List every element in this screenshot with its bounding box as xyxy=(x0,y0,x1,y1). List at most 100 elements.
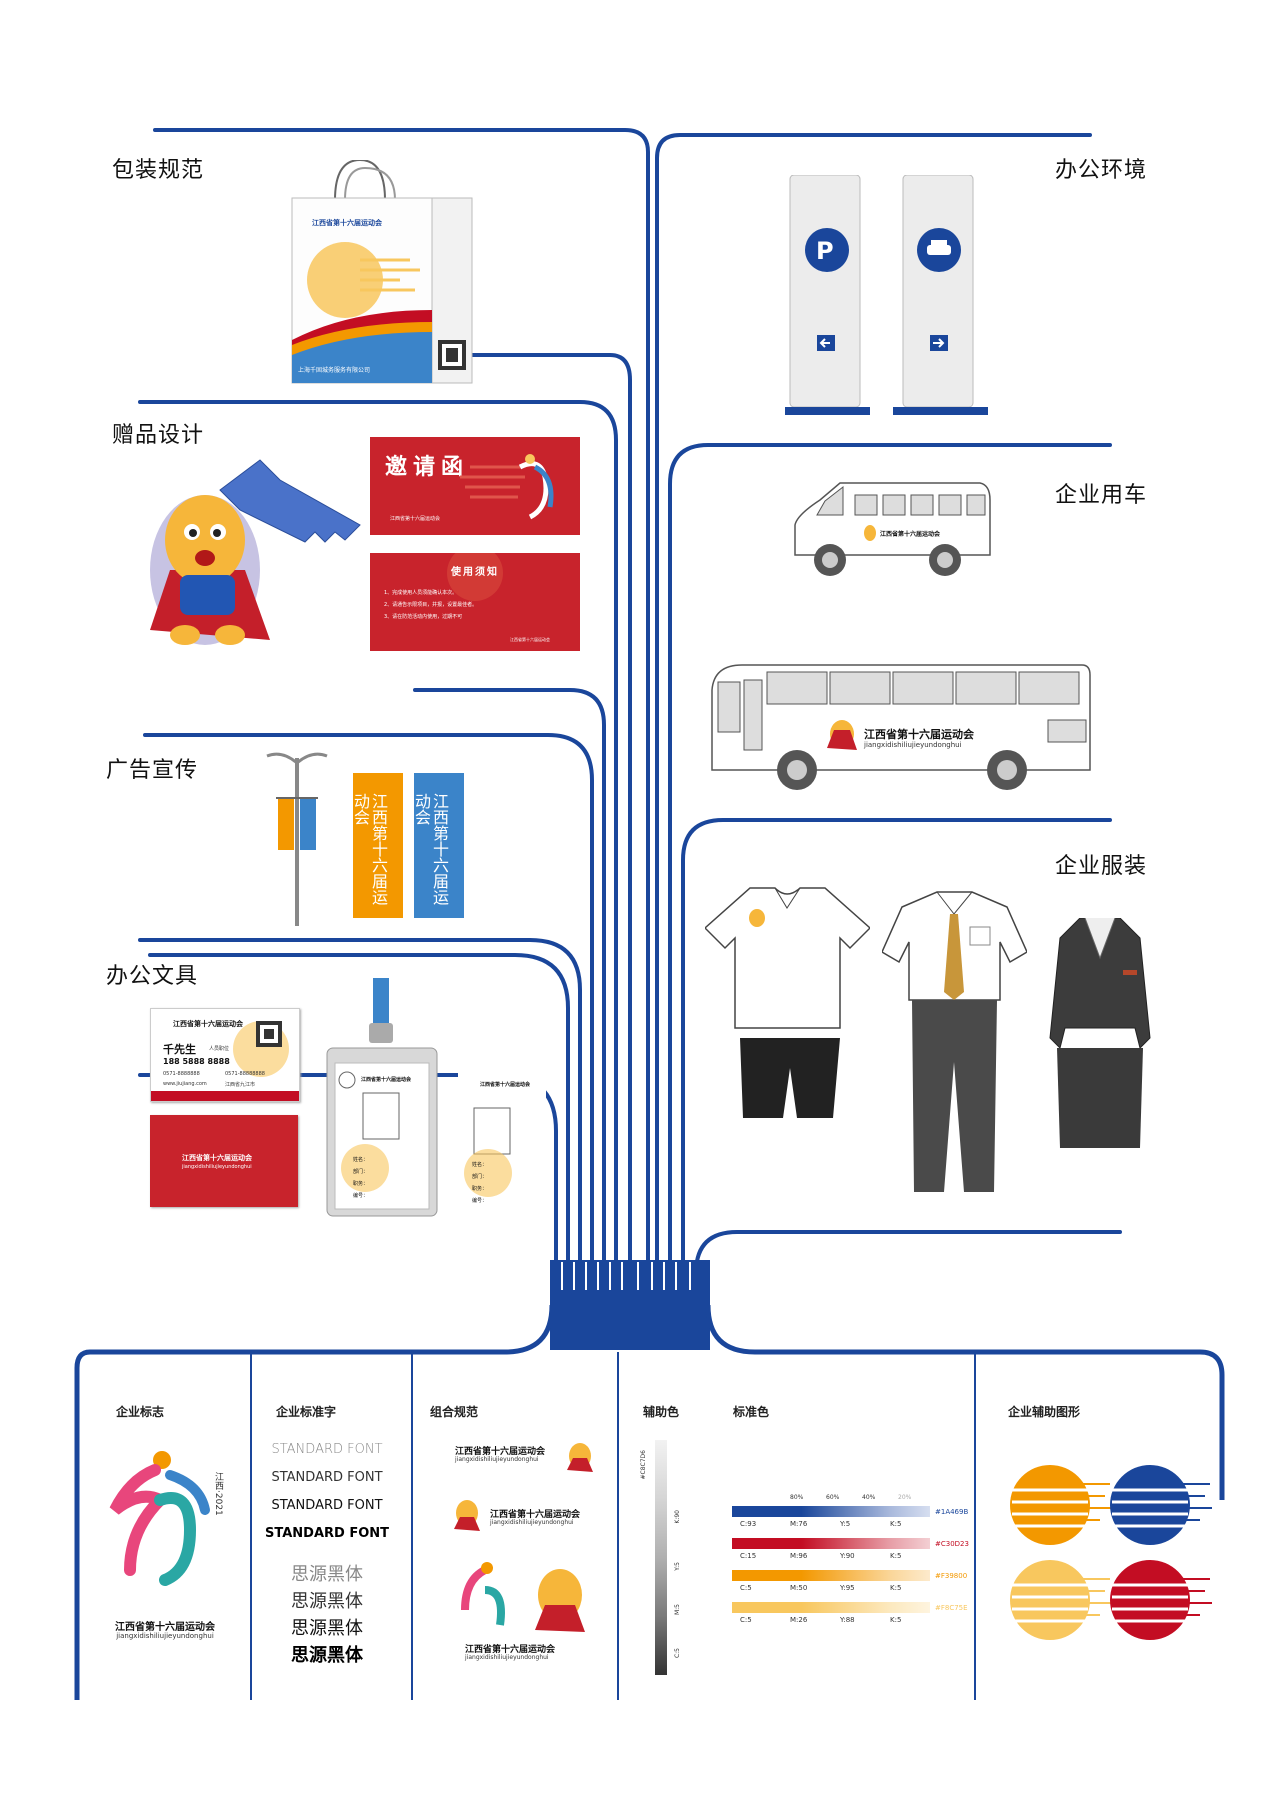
card-brand: 江西省第十六届运动会 xyxy=(173,1020,243,1028)
tint-label-40: 40% xyxy=(862,1494,876,1501)
cn-sample-medium: 思源黑体 xyxy=(291,1618,363,1639)
shopping-bag: 江西省第十六届运动会 上海千固城务服务有限公司 xyxy=(290,160,480,385)
business-card-front: 江西省第十六届运动会 千先生 人员职位 188 5888 8888 0571-8… xyxy=(150,1008,300,1102)
orange-banner: 江西第十六届运动会 xyxy=(351,773,403,918)
bus-brand: 江西省第十六届运动会 xyxy=(864,728,974,741)
section-title-stationery: 办公文具 xyxy=(106,964,199,989)
tint-label-80: 80% xyxy=(790,1494,804,1501)
orange-k: K:5 xyxy=(890,1584,902,1592)
notice-brand: 江西省第十六届运动会 xyxy=(510,637,550,642)
blue-banner-text: 江西第十六届运动会 xyxy=(412,793,449,905)
cn-sample-regular: 思源黑体 xyxy=(291,1591,363,1612)
orange-m: M:50 xyxy=(790,1584,808,1592)
invitation-card: 邀请函 江西省第十六届运动会 xyxy=(370,437,580,535)
swatch-yellow xyxy=(732,1602,930,1613)
blue-banner: 江西第十六届运动会 xyxy=(412,773,464,918)
parking-p: P xyxy=(816,237,834,265)
combo-2: 江西省第十六届运动会 jiangxidishiliujieyundonghui xyxy=(450,1495,605,1540)
orange-y: Y:95 xyxy=(840,1584,855,1592)
card-back-pinyin: jiangxidishiliujieyundonghui xyxy=(182,1164,252,1170)
lamp-post-banners xyxy=(262,748,332,928)
section-title-gifts: 赠品设计 xyxy=(112,423,205,448)
yellow-m: M:26 xyxy=(790,1616,808,1624)
card-person: 千先生 xyxy=(163,1043,196,1056)
panel-title-logo: 企业标志 xyxy=(116,1405,165,1419)
red-c: C:15 xyxy=(740,1552,757,1560)
badge-field-3: 职务： xyxy=(353,1181,369,1187)
id-field-3: 职务： xyxy=(472,1186,488,1192)
logo-name: 江西省第十六届运动会 xyxy=(115,1622,215,1633)
red-hex: #C30D23 xyxy=(935,1540,969,1548)
combo-2-pinyin: jiangxidishiliujieyundonghui xyxy=(490,1519,574,1526)
combo-2-name: 江西省第十六届运动会 xyxy=(490,1510,581,1520)
font-sample-regular: STANDARD FONT xyxy=(271,1470,383,1485)
suit-outfit xyxy=(1045,918,1155,1153)
bag-company: 上海千固城务服务有限公司 xyxy=(298,367,371,374)
orange-banner-text: 江西第十六届运动会 xyxy=(351,793,388,905)
mascot-keychain xyxy=(130,450,365,665)
badge-brand: 江西省第十六届运动会 xyxy=(361,1077,412,1083)
combo-1-mascot xyxy=(567,1443,593,1472)
combo-3-name: 江西省第十六届运动会 xyxy=(465,1645,556,1655)
business-card-back: 江西省第十六届运动会 jiangxidishiliujieyundonghui xyxy=(150,1115,298,1207)
notice-line-2: 2、请通告示限项目，并报，设置最佳者。 xyxy=(384,602,478,608)
van: 江西省第十六届运动会 xyxy=(785,475,995,580)
yellow-y: Y:88 xyxy=(840,1616,855,1624)
parking-sign: P xyxy=(785,175,870,415)
shirt-tie-outfit xyxy=(882,882,1027,1202)
gray-label-3: Y:5 xyxy=(674,1562,681,1571)
invitation-title: 邀请函 xyxy=(385,455,470,480)
section-title-office-env: 办公环境 xyxy=(1055,158,1148,183)
gray-scale-bar xyxy=(655,1440,667,1675)
card-tel: 0571-8888888 xyxy=(163,1071,200,1077)
bag-logo-text: 江西省第十六届运动会 xyxy=(312,219,382,227)
yellow-k: K:5 xyxy=(890,1616,902,1624)
blue-hex: #1A469B xyxy=(935,1508,969,1516)
cn-sample-bold: 思源黑体 xyxy=(291,1645,363,1666)
gray-label-5: C:5 xyxy=(674,1648,681,1659)
card-fax: 0571-88888888 xyxy=(225,1071,265,1077)
logo-seal: 江西·2021 xyxy=(213,1472,223,1516)
combo-3: 江西省第十六届运动会 jiangxidishiliujieyundonghui xyxy=(455,1560,595,1670)
orange-hex: #F39800 xyxy=(935,1572,968,1580)
font-sample-bold: STANDARD FONT xyxy=(264,1526,390,1541)
card-back-brand: 江西省第十六届运动会 xyxy=(182,1154,252,1162)
badge-field-1: 姓名： xyxy=(353,1157,369,1163)
section-title-advertising: 广告宣传 xyxy=(106,758,199,783)
section-title-packaging: 包装规范 xyxy=(112,158,205,183)
red-y: Y:90 xyxy=(840,1552,855,1560)
van-brand: 江西省第十六届运动会 xyxy=(880,531,941,538)
id-field-2: 部门： xyxy=(472,1174,488,1180)
notice-title: 使用须知 xyxy=(451,567,499,578)
bus: 江西省第十六届运动会 jiangxidishiliujieyundonghui xyxy=(702,660,1092,792)
font-sample-medium: STANDARD FONT xyxy=(271,1498,383,1513)
swatch-red xyxy=(732,1538,930,1549)
notice-line-1: 1、完成使用人员须能确认本次。 xyxy=(384,590,458,596)
cn-sample-light: 思源黑体 xyxy=(291,1564,363,1585)
red-k: K:5 xyxy=(890,1552,902,1560)
badge-field-4: 编号： xyxy=(353,1193,369,1199)
id-card: 江西省第十六届运动会 姓名： 部门： 职务： 编号： xyxy=(458,1073,546,1218)
id-field-4: 编号： xyxy=(472,1198,488,1204)
notice-card: 使用须知 1、完成使用人员须能确认本次。 2、请通告示限项目，并报，设置最佳者。… xyxy=(370,553,580,651)
section-title-vehicles: 企业用车 xyxy=(1055,483,1148,508)
card-role: 人员职位 xyxy=(209,1046,230,1052)
card-phone: 188 5888 8888 xyxy=(163,1057,230,1066)
swatch-orange xyxy=(732,1570,930,1581)
section-title-apparel: 企业服装 xyxy=(1055,854,1148,879)
bus-pinyin: jiangxidishiliujieyundonghui xyxy=(864,741,962,749)
blue-k: K:5 xyxy=(890,1520,902,1528)
combo-1: 江西省第十六届运动会 jiangxidishiliujieyundonghui xyxy=(455,1440,605,1480)
card-web: www.jiujiang.com xyxy=(163,1081,207,1087)
logo-pinyin: jiangxidishiliujieyundonghui xyxy=(116,1632,214,1640)
invitation-brand: 江西省第十六届运动会 xyxy=(390,516,441,522)
panel-title-std: 标准色 xyxy=(733,1405,770,1419)
polo-shirt-outfit xyxy=(705,878,870,1128)
panel-title-font: 企业标准字 xyxy=(276,1405,337,1419)
combo-1-pinyin: jiangxidishiliujieyundonghui xyxy=(455,1456,539,1463)
lanyard-badge: 江西省第十六届运动会 姓名： 部门： 职务： 编号： xyxy=(325,978,440,1218)
orange-c: C:5 xyxy=(740,1584,752,1592)
red-m: M:96 xyxy=(790,1552,808,1560)
blue-m: M:76 xyxy=(790,1520,808,1528)
combo-1-name: 江西省第十六届运动会 xyxy=(455,1447,546,1457)
